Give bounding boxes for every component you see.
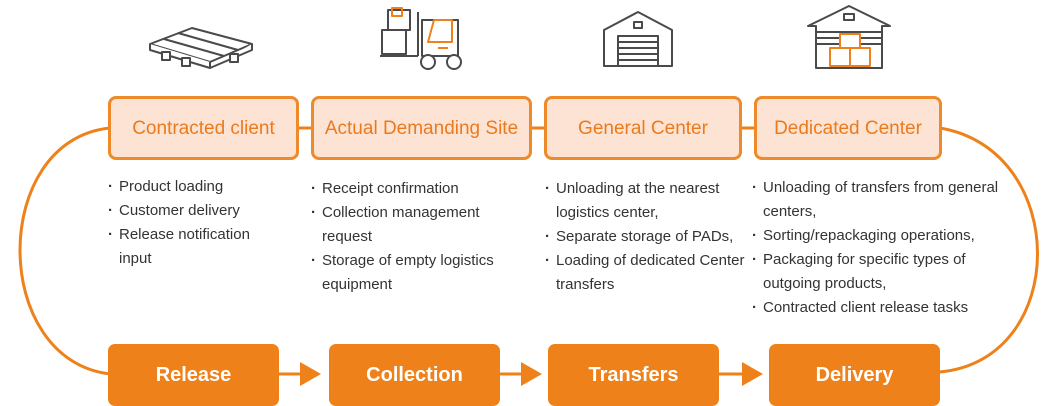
stage-title: Actual Demanding Site: [324, 117, 519, 139]
step-label: Transfers: [588, 363, 679, 386]
forklift-icon: [380, 7, 462, 70]
task-item: Product loading: [108, 175, 283, 199]
step-collection: Collection: [329, 344, 500, 406]
stage-contracted-client: Contracted client: [108, 96, 299, 160]
dedicated-center-tasks: Unloading of transfers from general cent…: [752, 176, 1008, 320]
task-item: Contracted client release tasks: [752, 296, 1008, 320]
step-transfers: Transfers: [548, 344, 719, 406]
stage-actual-demanding-site: Actual Demanding Site: [311, 96, 532, 160]
task-item: Separate storage of PADs,: [545, 225, 750, 249]
stage-general-center: General Center: [544, 96, 742, 160]
step-delivery: Delivery: [769, 344, 940, 406]
warehouse-icon: [603, 11, 673, 67]
stage-title: Dedicated Center: [774, 117, 922, 139]
task-item: Release notification input: [108, 223, 283, 271]
pallet-icon: [149, 27, 253, 69]
task-item: Receipt confirmation: [311, 177, 526, 201]
contracted-client-tasks: Product loading Customer delivery Releas…: [108, 175, 283, 271]
step-label: Release: [155, 363, 232, 386]
task-item: Unloading at the nearest logistics cente…: [545, 177, 750, 225]
general-center-tasks: Unloading at the nearest logistics cente…: [545, 177, 750, 297]
step-label: Delivery: [815, 363, 894, 386]
task-item: Loading of dedicated Center transfers: [545, 249, 750, 297]
warehouse-boxes-icon: [807, 5, 891, 69]
task-item: Packaging for specific types of outgoing…: [752, 248, 1008, 296]
stage-dedicated-center: Dedicated Center: [754, 96, 942, 160]
step-label: Collection: [366, 363, 463, 386]
actual-demanding-site-tasks: Receipt confirmation Collection manageme…: [311, 177, 526, 297]
task-item: Customer delivery: [108, 199, 283, 223]
left-loop-arc: [18, 126, 111, 376]
task-item: Sorting/repackaging operations,: [752, 224, 1008, 248]
step-release: Release: [108, 344, 279, 406]
task-item: Storage of empty logistics equipment: [311, 249, 526, 297]
task-item: Collection management request: [311, 201, 526, 249]
right-loop-arc: [939, 126, 1039, 374]
task-item: Unloading of transfers from general cent…: [752, 176, 1008, 224]
stage-title: Contracted client: [132, 117, 275, 139]
stage-title: General Center: [578, 117, 708, 139]
